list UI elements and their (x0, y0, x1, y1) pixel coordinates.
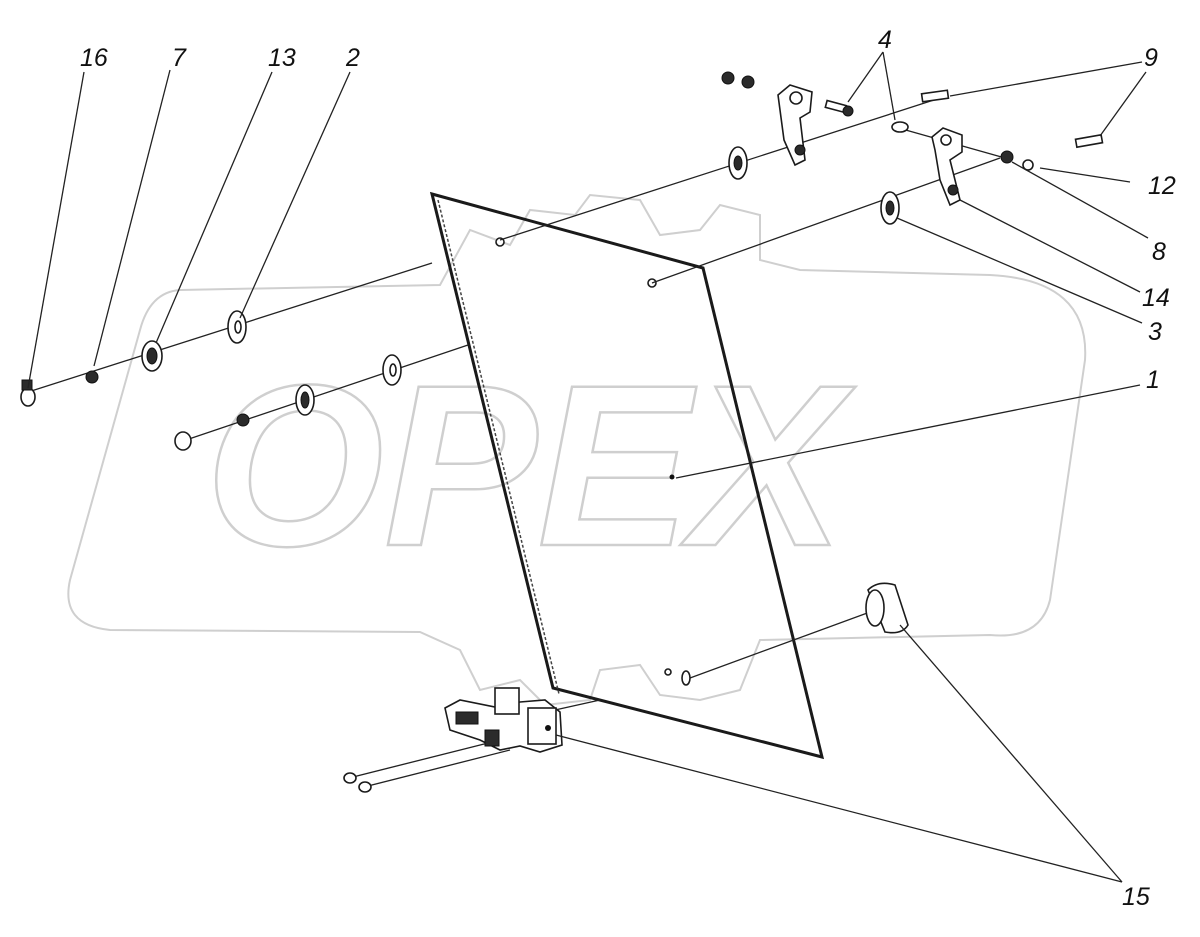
bushing-13 (141, 340, 163, 372)
watermark: OPEX (67, 193, 1087, 707)
callout-7: 7 (172, 44, 187, 72)
nut-7 (85, 370, 99, 384)
callout-15: 15 (1122, 883, 1150, 911)
callout-14: 14 (1142, 284, 1170, 312)
callout-2: 2 (345, 44, 360, 72)
watermark-text: OPEX (205, 337, 856, 594)
hinge-nut-b (741, 75, 755, 89)
panel-center-point (669, 474, 675, 480)
callout-labels: 16 7 13 2 4 9 12 8 14 3 1 15 (80, 26, 1176, 911)
upper-hinge-right (880, 89, 1104, 225)
bolt-4b (891, 121, 909, 133)
bolt-4a (824, 99, 854, 117)
callout-8: 8 (1152, 238, 1166, 266)
callout-12: 12 (1148, 172, 1176, 200)
pin-9a (920, 89, 950, 103)
lock-handle-15 (681, 582, 909, 686)
pin-9b (1074, 133, 1104, 149)
washer-2 (227, 310, 247, 344)
nut-8 (1000, 150, 1014, 164)
upper-hinge-left (721, 71, 854, 180)
lower-screw (174, 431, 192, 451)
screw-16 (20, 379, 36, 407)
lock-screws (343, 772, 372, 793)
watermark-gear-outline (67, 193, 1087, 707)
callout-4: 4 (878, 26, 892, 54)
hinge-nut-a (721, 71, 735, 85)
callout-16: 16 (80, 44, 108, 72)
left-fastener-stack (20, 310, 247, 407)
lower-nut (236, 413, 250, 427)
washer-12 (1022, 159, 1034, 171)
leader-lines (27, 51, 1149, 883)
callout-13: 13 (268, 44, 296, 72)
callout-3: 3 (1148, 318, 1162, 346)
left-lower-fastener-stack (174, 354, 402, 451)
lock-body-15 (444, 687, 563, 753)
callout-9: 9 (1144, 44, 1158, 72)
callout-1: 1 (1146, 366, 1160, 394)
panel-hole-bottom (664, 668, 672, 676)
